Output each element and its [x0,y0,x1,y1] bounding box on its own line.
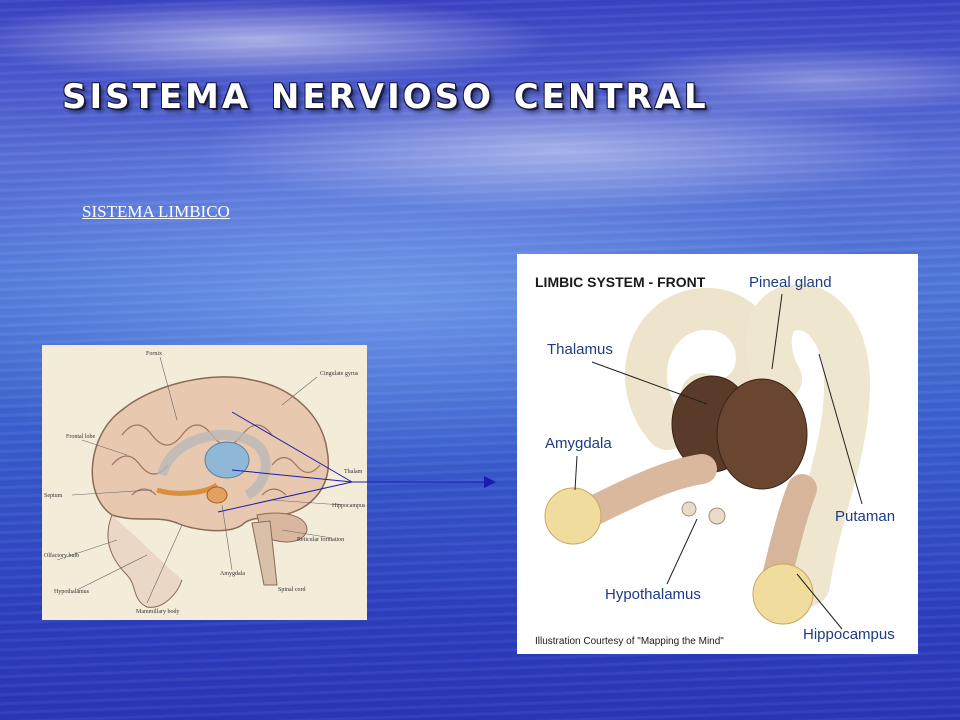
brain-sagittal-drawing: Fornix Cingulate gyrus Frontal lobe Thal… [44,351,366,615]
label-thalamus-right: Thalamus [547,341,613,358]
label-amygdala-left: Amygdala [220,571,245,577]
label-fornix: Fornix [146,351,162,357]
label-frontal-lobe: Frontal lobe [66,434,95,440]
label-hypothalamus-left: Hypothalamus [54,589,90,595]
label-putaman: Putaman [835,508,895,525]
label-olfactory-bulb: Olfactory bulb [44,552,79,559]
thalamus-right-mass [716,378,808,490]
limbic-system-front-illustration: LIMBIC SYSTEM - FRONT Pineal gland Thala… [517,254,918,654]
label-hypothalamus-right: Hypothalamus [605,586,701,603]
label-pineal-gland: Pineal gland [749,274,832,291]
limbic-header: LIMBIC SYSTEM - FRONT [535,274,706,290]
label-reticular-formation: Reticular formation [297,536,344,543]
label-septum: Septum [44,493,63,499]
amygdala-ball [544,487,602,545]
slide-title: Sistema Nervioso Central [62,64,709,120]
label-hippocampus-left: Hippocampus [332,503,366,509]
label-cingulate-gyrus: Cingulate gyrus [320,371,359,377]
illustration-credit: Illustration Courtesy of "Mapping the Mi… [535,636,724,647]
label-mammillary-body: Mammillary body [136,609,180,615]
thalamus-shape [204,441,250,479]
label-amygdala-right: Amygdala [545,435,612,452]
sistema-limbico-link[interactable]: SISTEMA LIMBICO [82,202,230,221]
label-spinal-cord: Spinal cord [278,587,306,593]
spinal-cord-shape [251,520,278,586]
label-hippocampus-right: Hippocampus [803,626,895,643]
limbic-system-drawing: LIMBIC SYSTEM - FRONT Pineal gland Thala… [535,274,895,647]
brain-sagittal-illustration: Fornix Cingulate gyrus Frontal lobe Thal… [42,345,367,620]
label-thalamus-left: Thalam [344,469,363,475]
